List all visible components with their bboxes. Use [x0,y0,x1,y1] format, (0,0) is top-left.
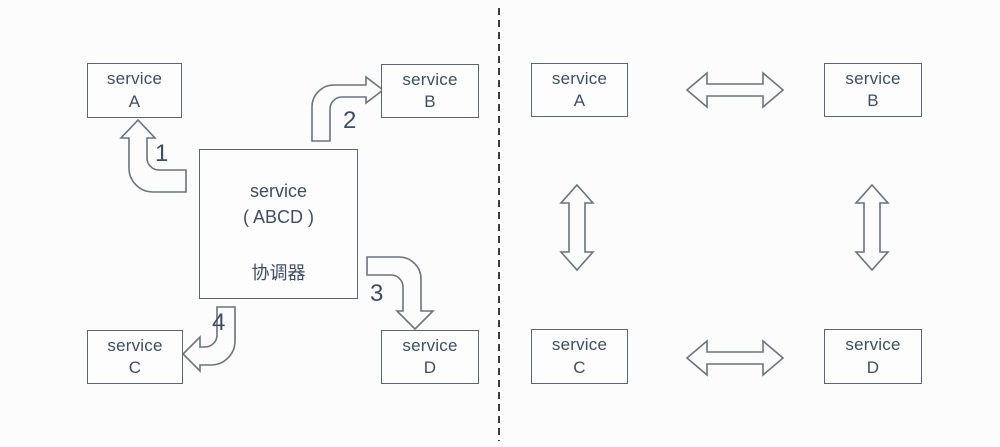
service-a-id: A [128,91,141,111]
service-d-id: D [866,357,880,377]
service-a-label: service [551,68,608,88]
bent-arrow-coordinator-to-c [183,307,235,371]
right-service-a-box: service A [531,63,628,117]
coordinator-box: service ( ABCD ) 协调器 [199,149,358,299]
coordinator-title: service [249,181,307,201]
left-service-d-box: service D [381,330,479,384]
right-service-b-box: service B [824,63,922,117]
bent-arrow-coordinator-to-a [121,120,186,192]
double-arrow-a-c [561,185,593,270]
coordinator-subtitle: ( ABCD ) [242,207,314,228]
double-arrow-a-b [687,73,783,107]
service-a-label: service [106,69,163,89]
right-service-c-box: service C [531,329,628,384]
right-service-d-box: service D [824,329,922,384]
left-service-a-box: service A [87,63,182,118]
arrow-label-2: 2 [343,107,357,134]
arrow-label-1: 1 [155,140,169,167]
bent-arrow-coordinator-to-d [367,257,433,329]
bent-arrow-coordinator-to-b [312,77,383,141]
service-b-label: service [402,69,458,89]
arrow-label-4: 4 [212,309,226,336]
service-c-id: C [128,358,142,377]
coordinator-role-label: 协调器 [251,262,306,283]
service-b-id: B [867,91,879,110]
left-service-b-box: service B [381,64,479,118]
arrow-label-3: 3 [370,280,384,307]
coordinator-title-group: service ( ABCD ) [200,178,357,230]
service-d-label: service [402,335,458,355]
left-service-c-box: service C [87,330,183,384]
double-arrow-c-d [687,341,783,375]
double-arrow-b-d [856,185,888,270]
service-a-id: A [573,91,586,110]
service-d-id: D [423,358,437,377]
service-c-id: C [573,357,586,377]
service-c-label: service [107,335,163,355]
service-b-label: service [845,68,901,88]
service-c-label: service [551,335,608,355]
service-b-id: B [424,92,436,111]
service-d-label: service [845,335,901,355]
